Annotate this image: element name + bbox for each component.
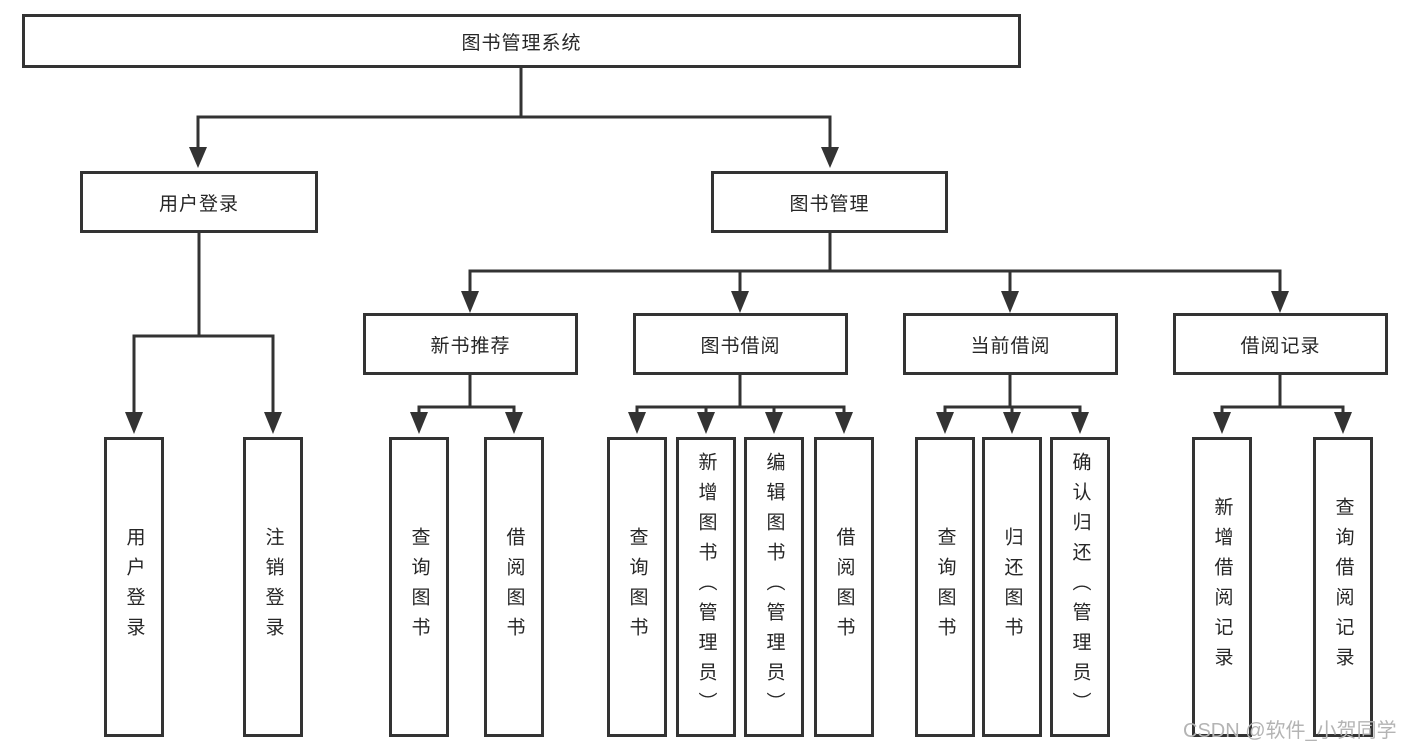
node-label: 借阅图书 bbox=[503, 527, 525, 647]
arrowhead bbox=[1213, 412, 1231, 434]
arrowhead bbox=[731, 291, 749, 313]
node-label: 用户登录 bbox=[123, 527, 145, 647]
connector-borrow-record bbox=[1220, 375, 1345, 417]
leaf-logout-login: 注销登录 bbox=[243, 437, 303, 737]
node-current-borrowing: 当前借阅 bbox=[903, 313, 1118, 375]
node-label: 查询图书 bbox=[934, 527, 956, 647]
node-label: 查询图书 bbox=[626, 527, 648, 647]
arrowhead bbox=[697, 412, 715, 434]
node-new-book-recommend: 新书推荐 bbox=[363, 313, 578, 375]
node-book-management: 图书管理 bbox=[711, 171, 948, 233]
node-label: 新增借阅记录 bbox=[1211, 497, 1233, 677]
arrowhead bbox=[835, 412, 853, 434]
connector-new-book-rec bbox=[417, 375, 516, 417]
arrowhead bbox=[628, 412, 646, 434]
arrowhead bbox=[264, 412, 282, 434]
node-label: 借阅图书 bbox=[833, 527, 855, 647]
node-label: 归还图书 bbox=[1001, 527, 1023, 647]
leaf-query-books-2: 查询图书 bbox=[607, 437, 667, 737]
node-label: 确认归还（管理员） bbox=[1069, 452, 1091, 722]
node-label: 新书推荐 bbox=[430, 335, 511, 357]
connector-current-borrow bbox=[943, 375, 1082, 417]
connector-book-borrow bbox=[635, 375, 846, 417]
node-borrowing-records: 借阅记录 bbox=[1173, 313, 1388, 375]
node-label: 图书管理系统 bbox=[461, 32, 582, 54]
node-root-system: 图书管理系统 bbox=[22, 14, 1021, 68]
leaf-add-book-admin: 新增图书（管理员） bbox=[676, 437, 736, 737]
node-label: 图书借阅 bbox=[700, 335, 781, 357]
leaf-query-books-3: 查询图书 bbox=[915, 437, 975, 737]
node-label: 当前借阅 bbox=[970, 335, 1051, 357]
arrowhead bbox=[1071, 412, 1089, 434]
node-label: 查询图书 bbox=[408, 527, 430, 647]
leaf-query-books-1: 查询图书 bbox=[389, 437, 449, 737]
arrowhead bbox=[1271, 291, 1289, 313]
node-label: 注销登录 bbox=[262, 527, 284, 647]
connector-root bbox=[196, 68, 832, 150]
arrowhead bbox=[1334, 412, 1352, 434]
node-label: 用户登录 bbox=[158, 193, 239, 215]
leaf-edit-book-admin: 编辑图书（管理员） bbox=[744, 437, 804, 737]
leaf-add-borrow-record: 新增借阅记录 bbox=[1192, 437, 1252, 737]
leaf-borrow-books-2: 借阅图书 bbox=[814, 437, 874, 737]
leaf-user-login: 用户登录 bbox=[104, 437, 164, 737]
arrowhead bbox=[765, 412, 783, 434]
node-user-login: 用户登录 bbox=[80, 171, 318, 233]
node-label: 查询借阅记录 bbox=[1332, 497, 1354, 677]
node-label: 借阅记录 bbox=[1240, 335, 1321, 357]
node-label: 编辑图书（管理员） bbox=[763, 452, 785, 722]
arrowhead bbox=[189, 147, 207, 168]
arrowhead bbox=[1003, 412, 1021, 434]
arrowhead bbox=[461, 291, 479, 313]
leaf-query-borrow-record: 查询借阅记录 bbox=[1313, 437, 1373, 737]
arrowhead bbox=[821, 147, 839, 168]
leaf-return-book: 归还图书 bbox=[982, 437, 1042, 737]
arrowhead bbox=[505, 412, 523, 434]
arrowhead bbox=[1001, 291, 1019, 313]
connector-user-login bbox=[132, 233, 275, 416]
node-label: 图书管理 bbox=[789, 193, 870, 215]
csdn-watermark: CSDN @软件_小贺同学 bbox=[1183, 720, 1397, 742]
node-book-borrowing: 图书借阅 bbox=[633, 313, 848, 375]
node-label: 新增图书（管理员） bbox=[695, 452, 717, 722]
leaf-confirm-return-admin: 确认归还（管理员） bbox=[1050, 437, 1110, 737]
leaf-borrow-books-1: 借阅图书 bbox=[484, 437, 544, 737]
arrowhead bbox=[125, 412, 143, 434]
arrowhead bbox=[936, 412, 954, 434]
arrowhead bbox=[410, 412, 428, 434]
connector-book-mgmt bbox=[468, 233, 1282, 295]
